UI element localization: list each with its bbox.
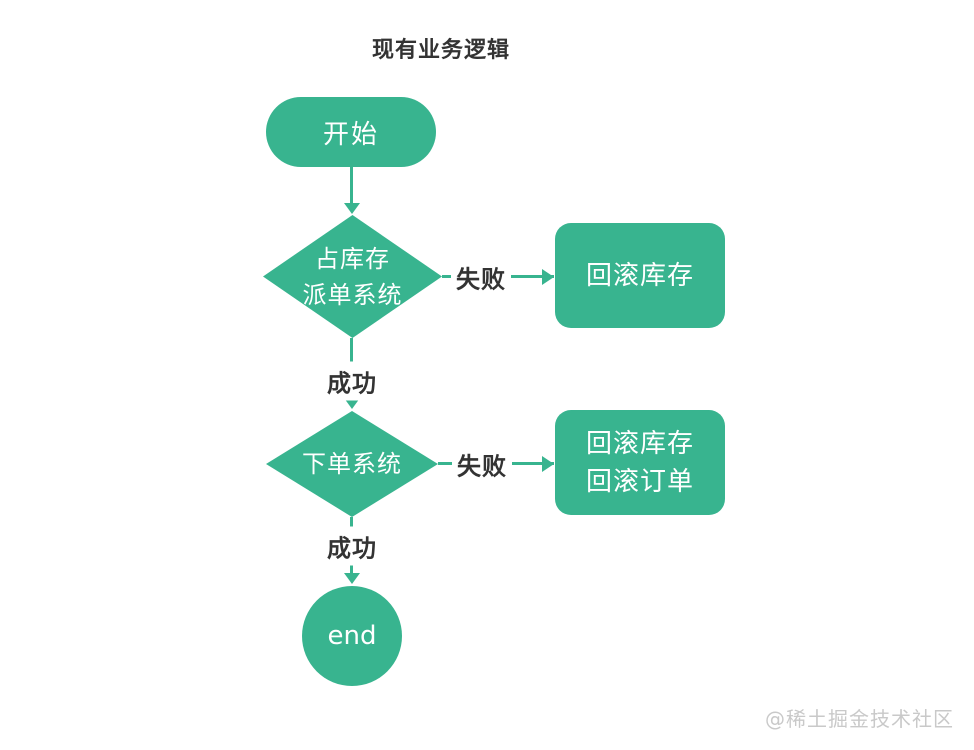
end-node: end: [302, 586, 402, 686]
arrowhead-right-icon: [542, 269, 554, 285]
arrowhead-right-icon: [542, 456, 554, 472]
watermark: @稀土掘金技术社区: [765, 707, 954, 731]
rollback-inventory-box: 回滚库存: [555, 223, 725, 328]
rollback-inventory-label: 回滚库存: [585, 260, 694, 291]
start-node-label: 开始: [322, 119, 379, 150]
arrowhead-down-icon: [344, 398, 360, 409]
decision-stock-dispatch-line2: 派单系统: [302, 280, 403, 309]
arrowhead-down-icon: [344, 203, 360, 214]
decision-stock-dispatch-line1: 占库存: [315, 244, 390, 273]
diagram-title: 现有业务逻辑: [371, 38, 510, 63]
edge-label-fail-2: 失败: [452, 444, 512, 484]
decision-stock-dispatch: 占库存 派单系统: [263, 215, 442, 338]
rollback-inventory-order-line2: 回滚订单: [585, 466, 694, 497]
edge-label-success-2: 成功: [322, 526, 382, 566]
edge-start-to-decision1: [350, 167, 353, 205]
decision-order-system: 下单系统: [266, 411, 438, 517]
rollback-inventory-order-line1: 回滚库存: [585, 428, 694, 459]
edge-label-success-1: 成功: [322, 361, 382, 401]
rollback-inventory-order-box: 回滚库存 回滚订单: [555, 410, 725, 515]
decision-order-system-label: 下单系统: [302, 450, 402, 478]
arrowhead-down-icon: [344, 573, 360, 584]
end-node-label: end: [327, 621, 377, 651]
start-node: 开始: [266, 97, 436, 167]
edge-label-fail-1: 失败: [451, 257, 511, 297]
